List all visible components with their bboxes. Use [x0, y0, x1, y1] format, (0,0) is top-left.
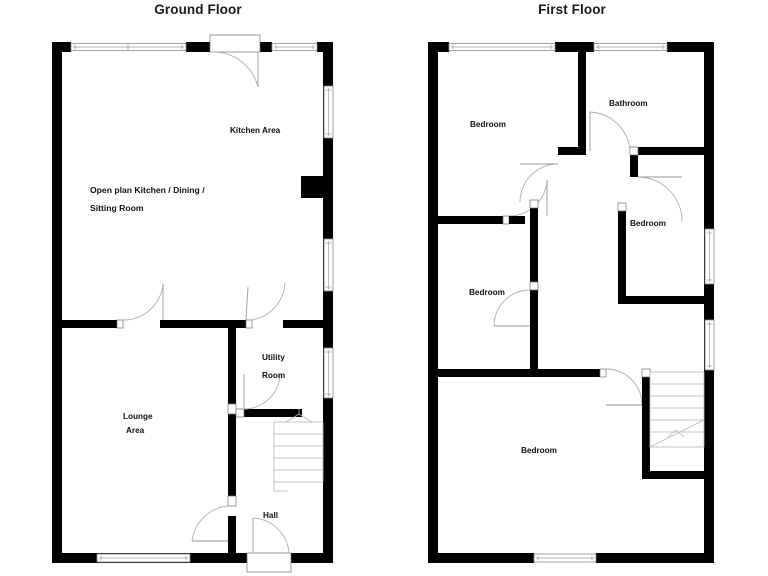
first-landing-step-left	[558, 147, 586, 155]
room-label-open-plan-line2: Sitting Room	[90, 203, 144, 213]
room-label-lounge-line1: Lounge	[123, 412, 153, 421]
ground-internal-wall-horizontal	[62, 320, 325, 328]
first-bathroom-door-jamb	[629, 146, 639, 156]
room-label-bedroom-3: Bedroom	[469, 288, 505, 297]
ground-window-top-left	[70, 43, 187, 51]
ground-door-swing-utility-hall	[243, 373, 281, 410]
first-bed3-door-jamb	[599, 368, 607, 378]
first-wall-stair-bottom	[642, 471, 706, 479]
first-wall-bed1-bath	[578, 52, 586, 147]
first-floor-walls	[428, 42, 714, 563]
first-landing-left-jamb	[529, 199, 539, 209]
footer-note	[0, 569, 768, 576]
room-label-lounge-line2: Area	[126, 426, 145, 435]
first-wall-bed-right-vert	[618, 203, 626, 304]
ground-door-jamb-lounge	[116, 319, 124, 329]
room-label-hall: Hall	[263, 511, 278, 520]
ground-window-bottom	[96, 553, 191, 563]
first-wall-landing-left-vert	[530, 200, 538, 282]
first-door-swing-bed-right	[637, 176, 683, 222]
first-wall-bed-right-bottom	[618, 296, 706, 304]
first-wall-bed2-vert	[530, 282, 538, 377]
ground-floor-walls	[52, 42, 333, 563]
first-wall-stair-left	[642, 369, 650, 479]
ground-door-swing-lounge	[122, 283, 164, 321]
first-staircase	[649, 371, 705, 448]
ground-door-swing-utility	[251, 282, 286, 321]
ground-utility-hall-wall	[236, 409, 302, 417]
first-door-swing-bed2b	[493, 289, 531, 327]
first-floor-title: First Floor	[538, 2, 606, 17]
room-label-kitchen-area: Kitchen Area	[230, 126, 281, 135]
first-door-swing-bed3	[605, 368, 643, 406]
first-wall-bed1-stub	[509, 216, 525, 224]
ground-door-jamb-hall	[227, 495, 237, 507]
first-window-bottom	[533, 553, 597, 563]
ground-window-right-lower	[323, 347, 334, 399]
ground-doorleaf-utility	[245, 286, 249, 321]
ground-chimney-breast	[301, 176, 325, 198]
room-label-utility-line1: Utility	[262, 353, 285, 362]
ground-window-top-right	[271, 43, 318, 51]
first-bed2-door-jamb-upper	[529, 281, 539, 291]
room-label-open-plan-line1: Open plan Kitchen / Dining /	[90, 185, 205, 195]
first-stair-jamb	[641, 368, 651, 378]
ground-front-door	[246, 517, 292, 573]
first-wall-bed1-bottom	[438, 216, 503, 224]
first-wall-bath-bottom	[638, 147, 704, 155]
room-label-bathroom: Bathroom	[609, 99, 648, 108]
room-label-bedroom-2: Bedroom	[630, 219, 666, 228]
first-door-swing-bathroom	[589, 111, 631, 152]
first-door-swing-bed1	[519, 163, 559, 203]
ground-window-right-mid	[323, 238, 334, 292]
ground-window-right-upper	[323, 85, 334, 139]
first-door-swing-bed2	[508, 179, 548, 217]
first-wall-bed3-top	[538, 369, 606, 377]
room-label-bedroom-4: Bedroom	[521, 446, 557, 455]
ground-door-jamb-utility	[245, 319, 253, 329]
room-label-bedroom-1: Bedroom	[470, 120, 506, 129]
first-window-right-lower	[704, 319, 715, 371]
first-window-right-upper	[704, 228, 715, 285]
first-wall-bed2-bottom	[438, 369, 530, 377]
ground-door-swing-hall-lounge	[191, 505, 229, 542]
ground-back-door	[209, 34, 261, 88]
ground-internal-wall-vertical	[228, 320, 236, 556]
first-wall-bath-jamb-vert	[630, 147, 638, 177]
room-label-utility-line2: Room	[262, 371, 285, 380]
ground-floor-title: Ground Floor	[154, 2, 242, 17]
first-window-top-right	[593, 43, 668, 51]
first-bed-right-door-jamb	[617, 202, 627, 212]
ground-utility-door-jamb	[235, 408, 245, 418]
first-window-top-left	[448, 43, 556, 51]
ground-staircase	[273, 409, 324, 492]
first-bed1-door-jamb	[502, 215, 510, 225]
